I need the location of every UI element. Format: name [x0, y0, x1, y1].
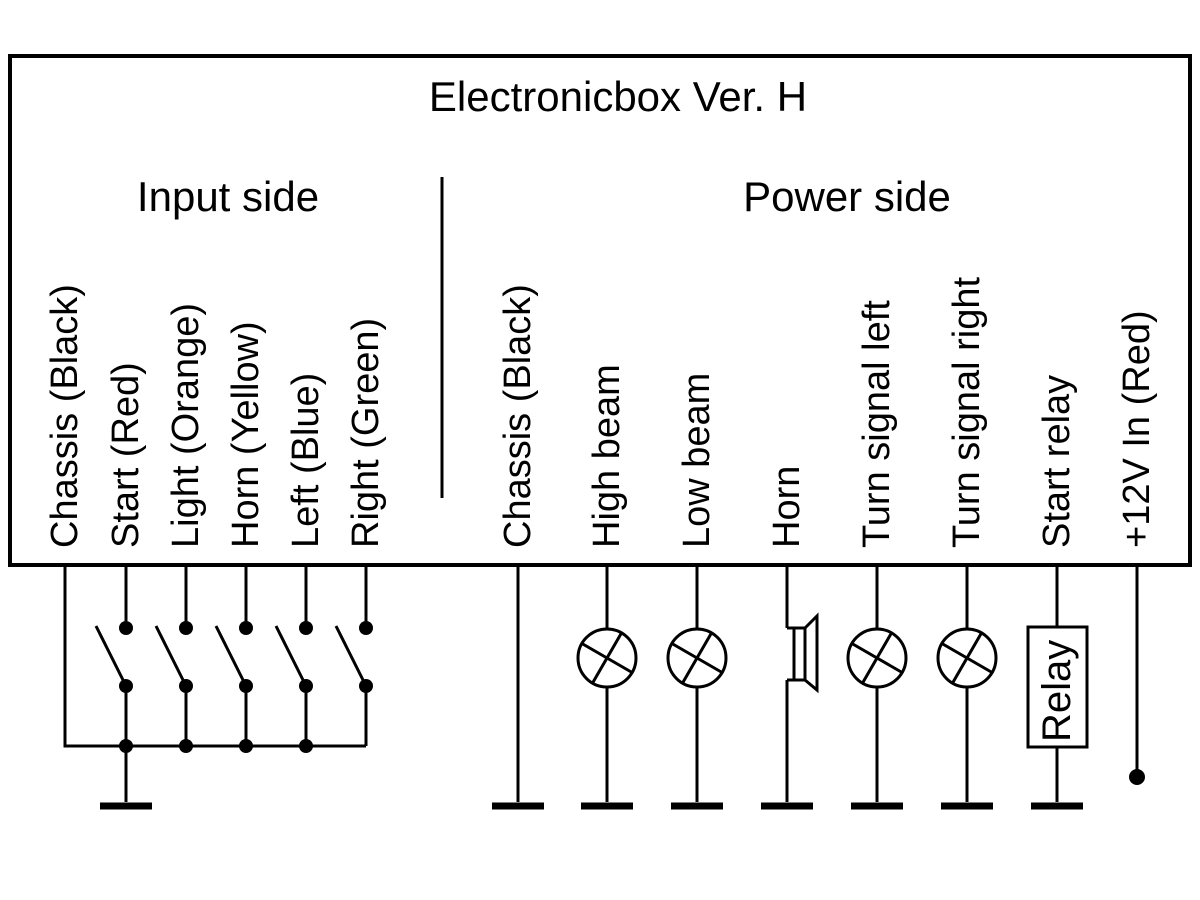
- pin-label-power-12v-in: +12V In (Red): [1116, 310, 1158, 548]
- pin-label-power-high-beam: High beam: [586, 364, 628, 548]
- lamp-icon-turn-left: [846, 627, 908, 689]
- pin-label-input-left: Left (Blue): [285, 372, 327, 548]
- power-side-wires: [516, 565, 1139, 802]
- pin-label-power-horn: Horn: [766, 465, 808, 548]
- electronic-box-outline: [8, 54, 1192, 567]
- pin-label-power-turn-left: Turn signal left: [856, 300, 898, 548]
- input-side-header: Input side: [136, 173, 320, 220]
- pin-label-power-low-beam: Low beam: [676, 372, 718, 548]
- input-switches: [94, 619, 375, 695]
- relay-box-outline: [1026, 625, 1089, 749]
- switch-icon-start: [94, 619, 135, 695]
- relay-label: Relay: [1035, 639, 1079, 742]
- power-side-header: Power side: [743, 173, 951, 220]
- pin-label-input-right: Right (Green): [345, 317, 387, 548]
- lamp-icon-low-beam: [666, 627, 728, 689]
- pin-label-power-start-relay: Start relay: [1036, 374, 1078, 548]
- pin-label-input-start: Start (Red): [105, 362, 147, 548]
- lamp-icon-turn-right: [936, 627, 998, 689]
- pin-label-input-horn: Horn (Yellow): [225, 321, 267, 548]
- switch-icon-right: [334, 619, 375, 695]
- pin-label-power-chassis: Chassis (Black): [497, 284, 539, 548]
- pin-label-input-chassis: Chassis (Black): [44, 284, 86, 548]
- switch-icon-light: [154, 619, 195, 695]
- diagram-title: Electronicbox Ver. H: [428, 73, 808, 120]
- switch-icon-left: [274, 619, 315, 695]
- pin-label-input-light: Light (Orange): [165, 302, 207, 548]
- lamp-icon-high-beam: [576, 627, 638, 689]
- speaker-icon-horn: [787, 612, 819, 694]
- terminal-dot-12v: [1129, 769, 1145, 785]
- pin-label-power-turn-right: Turn signal right: [946, 276, 988, 548]
- lamp-symbols: [576, 627, 998, 689]
- switch-icon-horn: [214, 619, 255, 695]
- input-side-wires: [63, 565, 368, 802]
- bus-junction-dots: [119, 739, 313, 753]
